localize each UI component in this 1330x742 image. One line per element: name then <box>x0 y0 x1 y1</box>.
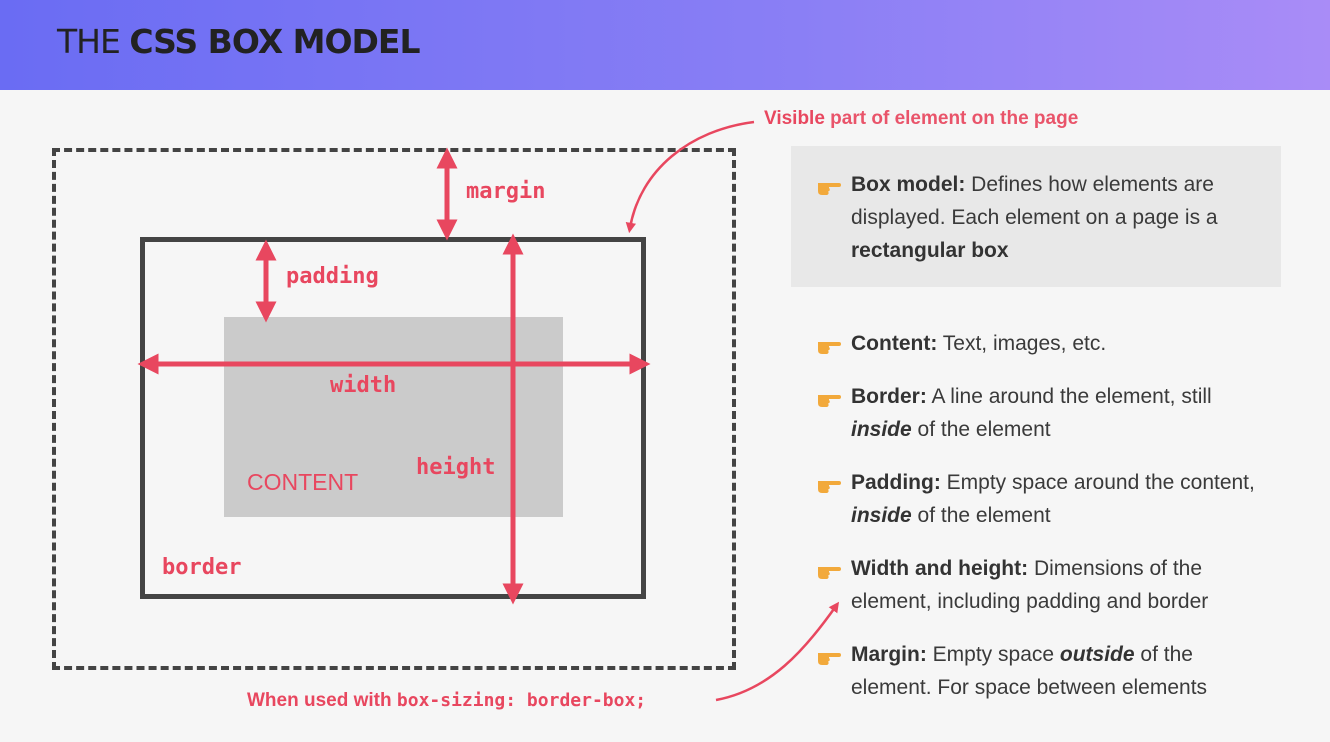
pointing-hand-icon <box>818 342 841 354</box>
definition-bold-end: rectangular box <box>851 239 1009 262</box>
height-label: height <box>416 455 496 480</box>
pointing-hand-icon <box>818 481 841 493</box>
width-label: width <box>330 373 397 398</box>
bullet-emphasis: outside <box>1059 643 1135 666</box>
border-box-outline <box>140 237 646 599</box>
definition-text: Defines how elements are displayed. Each… <box>851 173 1218 229</box>
pointing-hand-icon <box>818 395 841 407</box>
bullet-width-height: Width and height: Dimensions of the elem… <box>816 552 1276 618</box>
bottom-note: When used with box-sizing: border-box; <box>247 690 646 712</box>
bullet-margin: Margin: Empty space outside of the eleme… <box>816 638 1276 704</box>
bullet-term: Padding: <box>851 471 941 494</box>
bottom-note-code: box-sizing: border-box; <box>396 690 647 711</box>
margin-label: margin <box>466 179 546 204</box>
bullet-text: Empty space around the content, <box>940 471 1255 494</box>
header-banner: THE CSS BOX MODEL <box>0 0 1330 90</box>
bullet-term: Margin: <box>851 643 927 666</box>
bullet-text: A line around the element, still <box>926 385 1212 408</box>
definition-box <box>791 146 1281 287</box>
bullet-emphasis: inside <box>851 504 912 527</box>
page-title: THE CSS BOX MODEL <box>57 22 421 61</box>
bullet-term: Border: <box>851 385 927 408</box>
bullet-text-end: of the element <box>911 504 1051 527</box>
content-label: CONTENT <box>247 469 359 495</box>
bullet-text-end: of the element. For space between elemen… <box>851 643 1208 699</box>
bullet-term: Content: <box>851 332 938 355</box>
visible-note-arrow <box>625 120 755 234</box>
definition-term: Box model: <box>851 173 966 196</box>
visible-note-bold: Visible <box>764 108 825 129</box>
bullet-content: Content: Text, images, etc. <box>816 327 1276 360</box>
bullet-text-end: of the element <box>911 418 1051 441</box>
pointing-hand-icon <box>818 567 841 579</box>
bottom-note-arrow <box>715 601 840 702</box>
bullet-text: Dimensions of the element, including pad… <box>851 557 1209 613</box>
title-bold: CSS BOX MODEL <box>129 22 420 61</box>
bullet-padding: Padding: Empty space around the content,… <box>816 466 1276 532</box>
visible-note-rest: part of element on the page <box>824 108 1079 129</box>
visible-note: Visible part of element on the page <box>764 108 1078 130</box>
bullet-border: Border: A line around the element, still… <box>816 380 1276 446</box>
bullet-emphasis: inside <box>851 418 912 441</box>
bullet-term: Width and height: <box>851 557 1029 580</box>
pointing-hand-icon <box>818 183 841 195</box>
margin-box-outline <box>52 148 736 670</box>
title-prefix: THE <box>57 22 130 61</box>
pointing-hand-icon <box>818 653 841 665</box>
border-label: border <box>162 555 242 580</box>
padding-label: padding <box>286 264 379 289</box>
bottom-note-text: When used with <box>247 690 397 711</box>
bullet-text: Empty space <box>926 643 1060 666</box>
definition-item: Box model: Defines how elements are disp… <box>816 168 1276 267</box>
bullet-text: Text, images, etc. <box>937 332 1107 355</box>
